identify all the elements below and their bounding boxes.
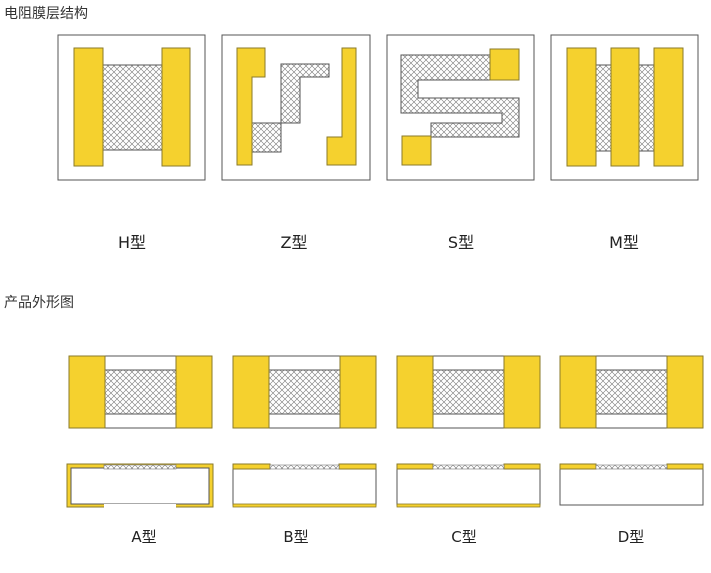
b-type-side-left-cap — [232, 463, 271, 470]
s-type-bottom-electrode — [401, 135, 432, 166]
z-type-structure — [221, 34, 371, 181]
d-type-right-cap — [666, 355, 704, 429]
h-type-label: H型 — [117, 233, 147, 252]
d-type-side-view — [559, 463, 704, 506]
m-type-middle-electrode — [610, 47, 640, 167]
d-type-top-film — [595, 369, 668, 415]
s-type-top-electrode — [489, 48, 520, 81]
h-type-structure — [57, 34, 206, 181]
b-type-right-cap — [339, 355, 377, 429]
structure-section-title: 电阻膜层结构 — [4, 6, 88, 22]
a-type-product — [66, 355, 214, 508]
z-type-film — [251, 63, 330, 153]
a-type-top-film — [104, 369, 177, 415]
s-type-label: S型 — [447, 233, 475, 252]
c-type-top-film — [432, 369, 505, 415]
d-type-side-right-cap — [666, 463, 704, 470]
z-type-right-electrode — [326, 47, 357, 166]
b-type-top-film — [268, 369, 341, 415]
d-type-product — [559, 355, 704, 506]
z-type-label: Z型 — [280, 233, 308, 252]
m-type-left-electrode — [566, 47, 597, 167]
b-type-side-view — [232, 463, 377, 508]
h-type-film — [102, 64, 163, 151]
c-type-side-left-cap — [396, 463, 434, 470]
appearance-section-title: 产品外形图 — [4, 295, 74, 311]
h-type-left-electrode — [73, 47, 104, 167]
d-type-side-film — [595, 464, 668, 470]
m-type-label: M型 — [609, 233, 639, 252]
c-type-top-view — [396, 355, 541, 429]
b-type-label: B型 — [283, 528, 309, 546]
a-type-right-cap — [175, 355, 213, 429]
a-type-top-view — [68, 355, 213, 429]
c-type-side-view — [396, 463, 541, 508]
c-type-side-film — [432, 464, 505, 470]
b-type-bottom-strip — [232, 503, 377, 508]
b-type-left-cap — [232, 355, 270, 429]
z-type-left-electrode — [236, 47, 266, 166]
d-type-left-cap — [559, 355, 597, 429]
c-type-product — [396, 355, 541, 508]
m-type-structure — [550, 34, 699, 181]
c-type-left-cap — [396, 355, 434, 429]
b-type-product — [232, 355, 377, 508]
b-type-side-film — [269, 464, 340, 470]
d-type-label: D型 — [617, 528, 645, 546]
h-type-right-electrode — [161, 47, 191, 167]
m-type-right-electrode — [653, 47, 684, 167]
a-type-label: A型 — [131, 528, 157, 546]
d-type-top-view — [559, 355, 704, 429]
b-type-side-right-cap — [338, 463, 377, 470]
c-type-side-right-cap — [503, 463, 541, 470]
b-type-top-view — [232, 355, 377, 429]
d-type-side-left-cap — [559, 463, 597, 470]
c-type-right-cap — [503, 355, 541, 429]
s-type-structure — [386, 34, 535, 181]
a-type-left-cap — [68, 355, 106, 429]
c-type-bottom-strip — [396, 503, 541, 508]
a-type-side-view — [66, 463, 214, 508]
c-type-label: C型 — [451, 528, 477, 546]
a-type-side-film — [103, 464, 177, 470]
